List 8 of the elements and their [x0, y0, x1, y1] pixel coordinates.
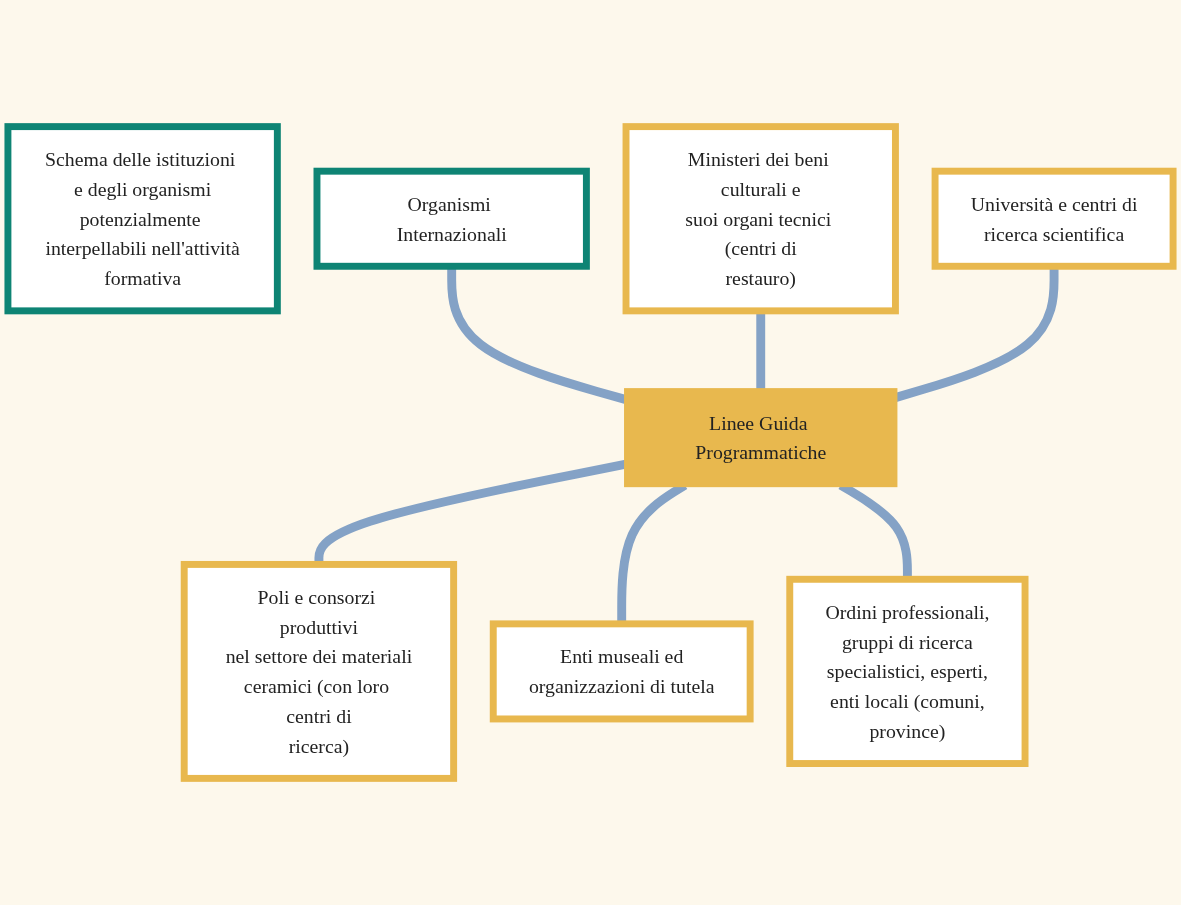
node-box: Ministeri dei beni culturali e suoi organi tecnici (centri di restauro) — [622, 123, 899, 315]
node-box: Schema delle istituzioni e degli organismi potenzialmente interpellabili nell'attività formativa — [4, 123, 281, 315]
node-box: Poli e consorzi produttivi nel settore dei materiali ceramici (con loro centri di ricerca) — [180, 560, 458, 782]
node-box: Enti museali ed organizzazioni di tutela — [489, 620, 754, 723]
node-box: Università e centri di ricerca scientifica — [931, 167, 1177, 270]
node-box: Linee Guida Programmatiche — [624, 388, 898, 488]
node-box: Ordini professionali, gruppi di ricerca specialistici, esperti, enti locali (comuni, province) — [786, 575, 1029, 767]
node-box: Organismi Internazionali — [313, 167, 590, 270]
